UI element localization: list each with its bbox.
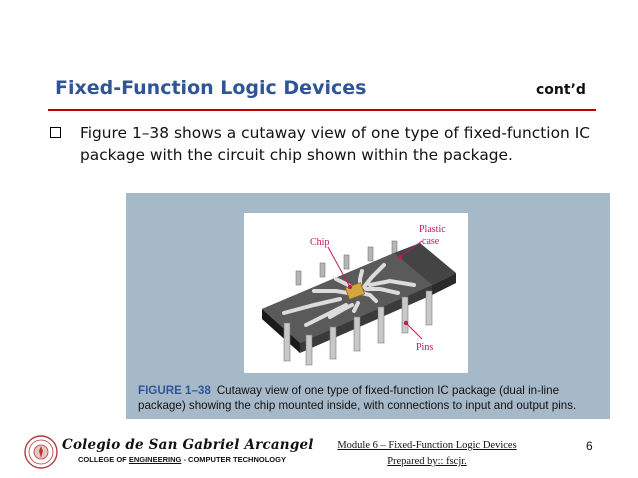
- square-bullet-icon: [50, 127, 61, 138]
- college-subtitle: COLLEGE OF ENGINEERING - COMPUTER TECHNO…: [78, 455, 286, 464]
- college-sub-prefix: COLLEGE OF: [78, 455, 129, 464]
- figure-caption-text: Cutaway view of one type of fixed-functi…: [138, 384, 577, 412]
- title-divider: [48, 109, 596, 111]
- figure-caption-label: FIGURE 1–38: [138, 384, 211, 397]
- pins-label: Pins: [416, 342, 433, 353]
- slide-title: Fixed-Function Logic Devices: [55, 77, 367, 99]
- college-name: Colegio de San Gabriel Arcangel: [62, 437, 314, 453]
- footer-prepared-by: Prepared by:: fscjr.: [387, 456, 467, 467]
- plastic-label: Plastic: [419, 224, 446, 235]
- continued-label: cont’d: [536, 82, 586, 98]
- case-label: case: [422, 236, 440, 247]
- college-sub-rest: - COMPUTER TECHNOLOGY: [181, 455, 286, 464]
- bullet-text: Figure 1–38 shows a cutaway view of one …: [80, 124, 590, 164]
- college-sub-engineering: ENGINEERING: [128, 455, 182, 464]
- college-seal-icon: [24, 435, 58, 469]
- ic-cutaway-illustration: Chip Plastic case Pins: [244, 213, 468, 373]
- footer-module: Module 6 – Fixed-Function Logic Devices: [337, 440, 517, 451]
- page-number: 6: [586, 439, 593, 453]
- chip-label: Chip: [310, 237, 329, 248]
